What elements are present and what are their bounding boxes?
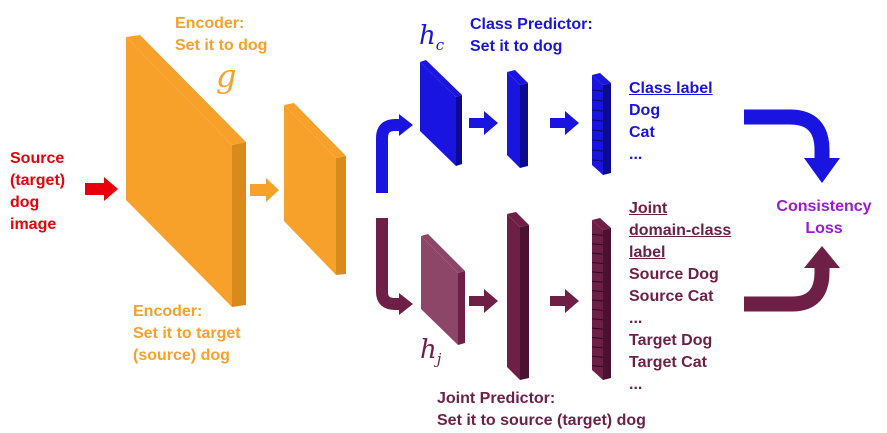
class-block-2 — [507, 70, 528, 168]
encoder-top-line: Encoder: — [175, 15, 245, 32]
source-line: image — [10, 216, 57, 233]
joint-arrow-1 — [469, 289, 498, 313]
vector-cell-divider — [591, 149, 604, 152]
joint-label-item: Source Dog — [629, 266, 719, 283]
vector-cell-divider — [591, 346, 604, 349]
source-line: (target) — [10, 172, 66, 189]
source-line: dog — [10, 194, 40, 211]
class-to-loss-arrow — [744, 109, 830, 160]
vector-cell-divider — [591, 327, 604, 330]
vector-cell-divider — [591, 139, 604, 142]
vector-cell-divider — [591, 233, 604, 236]
vector-cell-divider — [591, 159, 604, 162]
vector-cell-divider — [591, 119, 604, 122]
encoder-bottom-line: (source) dog — [133, 347, 230, 364]
vector-cell-divider — [591, 308, 604, 311]
input-arrow — [85, 177, 118, 201]
branch-arrow-down — [376, 218, 401, 310]
joint-label-list: Joint domain-class label Source Dog Sour… — [629, 198, 731, 396]
joint-block-1 — [421, 234, 465, 345]
joint-head-symbol: hj — [420, 334, 441, 375]
class-arrow-1 — [469, 111, 498, 135]
consistency-loss-label: Consistency Loss — [768, 196, 880, 240]
vector-cell-divider — [591, 318, 604, 321]
source-line: Source — [10, 150, 65, 167]
class-head-symbol: hc — [419, 20, 444, 61]
vector-cell-divider — [591, 262, 604, 264]
vector-cell-divider — [591, 271, 604, 274]
joint-symbol-main: h — [420, 335, 437, 365]
vector-cell-divider — [591, 365, 604, 368]
joint-arrow-2 — [550, 289, 579, 313]
joint-label-item: Target Cat — [629, 354, 707, 371]
joint-to-loss-arrow — [744, 268, 830, 312]
class-predictor-line: Set it to dog — [470, 38, 563, 55]
joint-label-item: ... — [629, 376, 643, 393]
joint-label-title: label — [629, 244, 666, 261]
vector-cell-divider — [591, 280, 604, 283]
joint-label-item: Source Cat — [629, 288, 714, 305]
vector-cell-divider — [591, 337, 604, 339]
joint-label-title: domain-class — [629, 222, 732, 239]
class-predictor-label: Class Predictor: Set it to dog — [470, 14, 593, 58]
class-predictor-line: Class Predictor: — [470, 16, 593, 33]
class-label-title: Class label — [629, 80, 713, 97]
encoder-bottom-line: Encoder: — [133, 303, 203, 320]
vector-cell-divider — [591, 252, 604, 255]
vector-cell-divider — [591, 290, 604, 293]
class-symbol-main: h — [419, 21, 436, 51]
class-symbol-sub: c — [435, 36, 445, 55]
joint-label-title: Joint — [629, 200, 668, 217]
joint-predictor-label: Joint Predictor: Set it to source (targe… — [437, 388, 646, 432]
joint-symbol-sub: j — [436, 350, 442, 369]
consistency-line: Consistency — [776, 198, 872, 215]
vector-cell-divider — [591, 299, 604, 302]
joint-output-vector — [591, 218, 611, 380]
class-label-item: Dog — [629, 102, 661, 119]
encoder-top-label: Encoder: Set it to dog — [175, 13, 267, 57]
vector-cell-divider — [591, 129, 604, 132]
encoder-block-small — [284, 103, 346, 275]
class-arrow-2 — [550, 111, 579, 135]
source-image-label: Source (target) dog image — [10, 148, 65, 236]
joint-predictor-line: Joint Predictor: — [437, 390, 556, 407]
class-block-1 — [420, 60, 462, 166]
encoder-bottom-line: Set it to target — [133, 325, 241, 342]
encoder-arrow — [250, 178, 279, 202]
branch-arrow-up — [376, 119, 401, 193]
vector-cell-divider — [591, 243, 604, 246]
vector-cell-divider — [591, 355, 604, 358]
consistency-line: Loss — [805, 220, 843, 237]
joint-block-2 — [507, 212, 529, 380]
class-output-vector — [591, 73, 611, 175]
encoder-bottom-label: Encoder: Set it to target (source) dog — [133, 301, 241, 367]
joint-label-item: Target Dog — [629, 332, 713, 349]
joint-label-item: ... — [629, 310, 643, 327]
joint-predictor-line: Set it to source (target) dog — [437, 412, 646, 429]
vector-cell-divider — [591, 109, 604, 112]
encoder-block-large — [126, 35, 246, 307]
class-label-list: Class label Dog Cat ... — [629, 78, 713, 166]
vector-cell-divider — [591, 89, 604, 92]
class-label-item: ... — [629, 146, 643, 163]
class-label-item: Cat — [629, 124, 655, 141]
encoder-top-line: Set it to dog — [175, 37, 268, 54]
vector-cell-divider — [591, 99, 604, 102]
encoder-symbol: g — [216, 57, 237, 95]
